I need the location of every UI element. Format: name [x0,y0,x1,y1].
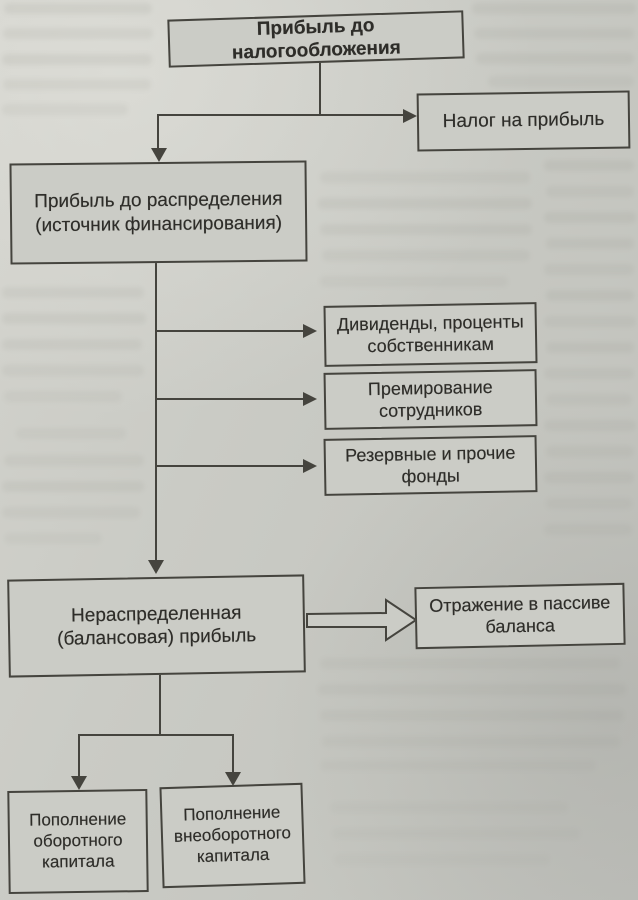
bleed-text-line [320,710,624,721]
bleed-text-line [4,455,144,466]
bleed-text-line [320,658,620,669]
bleed-text-line [2,365,144,376]
node-retained-profit-label: Нераспределенная (балансовая) прибыль [56,602,257,650]
bleed-text-line [318,684,626,695]
bleed-text-line [330,802,568,813]
connector-to-bonus [156,398,306,400]
bleed-text-line [544,212,636,223]
bleed-text-line [334,854,550,865]
node-profit-before-distribution: Прибыль до распределения (источник финан… [9,160,308,265]
connector-to-dividends [156,330,306,332]
bleed-text-line [546,394,632,405]
connector-retained-down [159,674,161,736]
bleed-text-line [544,368,634,379]
bleed-text-line [3,28,153,39]
bleed-text-line [544,316,636,327]
node-noncurrent-capital: Пополнение внеоборотного капитала [159,782,306,889]
bleed-text-line [332,828,580,839]
bleed-text-line [544,472,634,483]
bleed-text-line [472,3,636,14]
bleed-text-line [4,3,152,14]
node-dividends: Дивиденды, проценты собственникам [323,302,538,367]
bleed-text-line [546,238,634,249]
arrowhead-to-working-icon [71,776,87,790]
bleed-text-line [544,420,636,431]
bleed-text-line [2,54,152,65]
bleed-text-line [476,53,634,64]
connector-to-distribution [157,114,159,150]
bleed-text-line [320,224,532,235]
connector-to-noncurrent [232,734,234,774]
arrowhead-to-noncurrent-icon [225,772,241,786]
bleed-text-line [544,524,632,535]
bleed-text-line [2,481,144,492]
bleed-text-line [3,79,151,90]
arrowhead-to-distribution-icon [151,148,167,162]
bleed-text-line [474,28,634,39]
bleed-text-line [4,533,102,544]
connector-pretax-down [319,62,321,115]
bleed-text-line [488,76,634,87]
bleed-text-line [546,342,634,353]
node-income-tax: Налог на прибыль [416,90,631,152]
bleed-text-line [4,391,122,402]
node-pretax-profit-label: Прибыль до налогообложения [231,14,402,64]
bleed-text-line [546,446,634,457]
bleed-text-line [544,160,634,171]
arrowhead-to-bonus-icon [303,392,317,406]
bleed-text-line [322,250,530,261]
connector-bottom-split [78,734,234,736]
arrowhead-to-tax-icon [403,109,417,123]
node-pretax-profit: Прибыль до налогообложения [167,10,465,68]
node-profit-before-distribution-label: Прибыль до распределения (источник финан… [34,189,283,236]
connector-branch-top [157,114,407,116]
bleed-text-line [320,276,508,287]
node-dividends-label: Дивиденды, проценты собственникам [336,310,524,356]
arrowhead-to-dividends-icon [303,324,317,338]
node-employee-bonuses: Премирование сотрудников [323,369,538,430]
bleed-text-line [320,760,596,771]
arrowhead-to-retained-icon [148,560,164,574]
node-working-capital: Пополнение оборотного капитала [7,789,149,894]
block-arrow-right-icon [306,598,418,642]
bleed-text-line [322,736,620,747]
bleed-text-line [2,507,140,518]
node-noncurrent-capital-label: Пополнение внеоборотного капитала [173,802,292,866]
arrowhead-to-reserve-icon [303,459,317,473]
bleed-text-line [320,172,530,183]
node-reserve-funds-label: Резервные и прочие фонды [345,442,516,487]
node-retained-profit: Нераспределенная (балансовая) прибыль [7,574,306,678]
bleed-text-line [544,264,634,275]
node-employee-bonuses-label: Премирование сотрудников [367,376,493,421]
bleed-text-line [2,339,142,350]
bleed-text-line [546,186,634,197]
node-balance-liability: Отражение в пассиве баланса [414,582,626,650]
node-income-tax-label: Налог на прибыль [442,109,605,133]
connector-distribution-trunk [155,262,157,562]
bleed-text-line [546,498,632,509]
bleed-text-line [16,428,126,439]
node-reserve-funds: Резервные и прочие фонды [323,435,538,496]
bleed-text-line [318,198,532,209]
node-working-capital-label: Пополнение оборотного капитала [29,809,127,872]
connector-to-working [78,734,80,778]
bleed-text-line [2,287,144,298]
bleed-text-line [546,290,634,301]
bleed-text-line [2,104,128,115]
connector-to-reserve [156,465,306,467]
bleed-text-line [2,313,146,324]
node-balance-liability-label: Отражение в пассиве баланса [429,592,611,637]
